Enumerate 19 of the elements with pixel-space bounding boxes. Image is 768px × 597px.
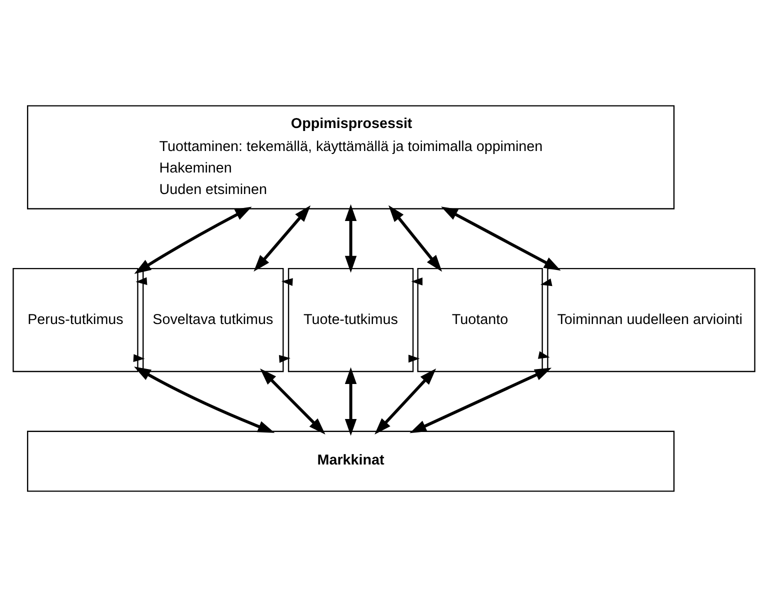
arrow xyxy=(441,206,561,271)
arrow xyxy=(281,278,293,286)
arrow xyxy=(344,204,357,273)
arrow xyxy=(134,366,275,433)
arrow xyxy=(374,368,436,435)
arrow xyxy=(344,367,357,436)
arrow xyxy=(133,354,145,362)
arrow xyxy=(411,278,423,286)
arrow xyxy=(388,205,442,272)
arrow xyxy=(134,206,252,274)
arrow xyxy=(254,205,311,272)
arrow xyxy=(278,355,290,363)
arrow xyxy=(260,368,326,434)
arrow xyxy=(136,277,148,286)
arrow xyxy=(410,368,552,434)
node-box: Markkinat xyxy=(27,430,675,492)
node-box: Oppimisprosessit Tuottaminen: tekemällä, käyttämällä ja toimimalla oppiminen Hakeminen Uuden etsiminen xyxy=(27,105,675,210)
arrow xyxy=(540,278,552,286)
arrow xyxy=(408,354,420,363)
